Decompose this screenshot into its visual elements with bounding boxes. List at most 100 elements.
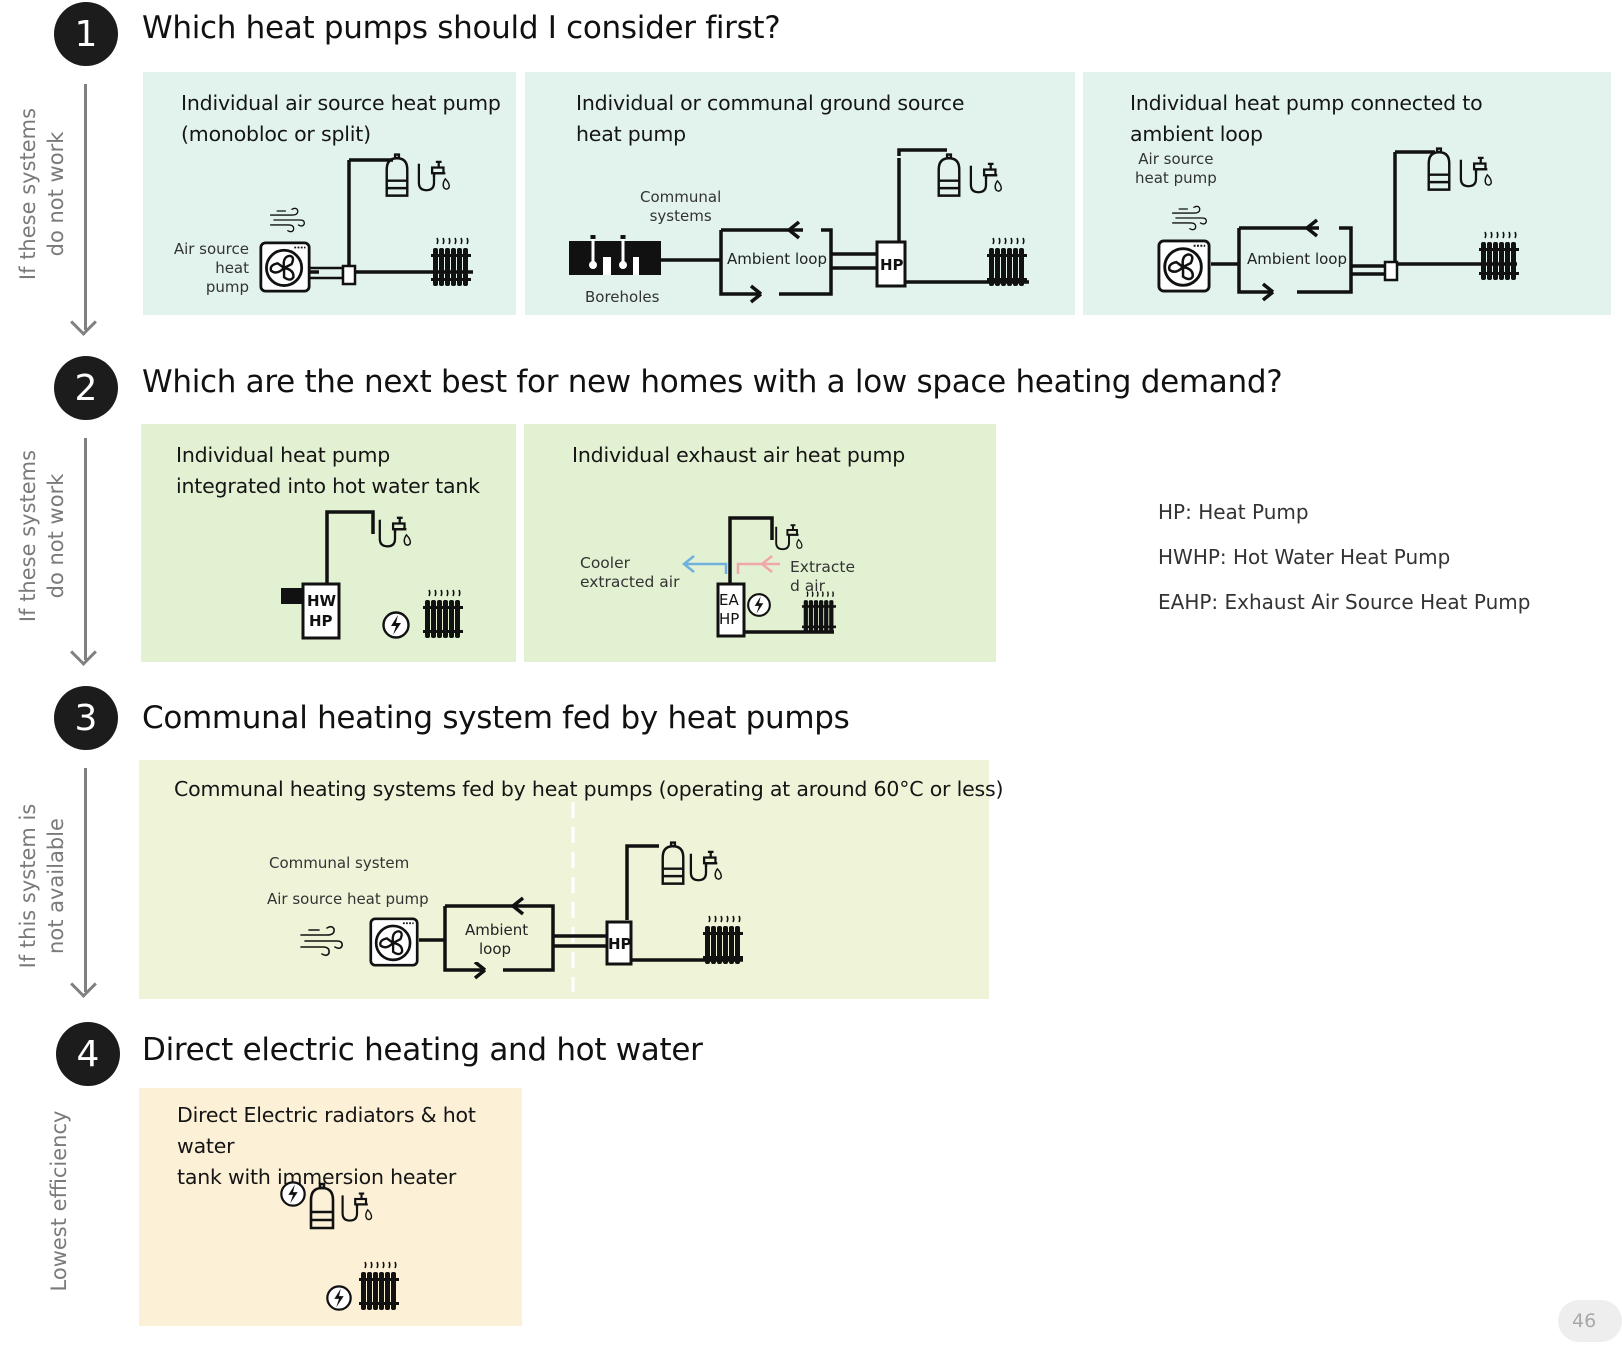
title-line: (monobloc or split) (181, 122, 371, 146)
electric-bolt-icon (747, 593, 771, 617)
step-3-rail-text: If this system is not available (14, 791, 70, 981)
label-line: systems (649, 207, 712, 225)
hot-water-tank-icon (385, 153, 409, 197)
title-line: integrated into hot water tank (176, 474, 480, 498)
electric-bolt-icon (382, 611, 410, 639)
panel-ground-source-heat-pump: Individual or communal ground source hea… (525, 72, 1075, 315)
title-line: tank with immersion heater (177, 1165, 457, 1189)
hot-water-tank-icon (1427, 147, 1451, 191)
panel-title: Individual heat pump connected to ambien… (1130, 88, 1483, 150)
wind-icon (1171, 205, 1207, 231)
tap-icon (378, 516, 412, 548)
label-line: Cooler (580, 554, 631, 572)
step-2-badge: 2 (54, 356, 118, 420)
step-1-heading: Which heat pumps should I consider first… (142, 10, 781, 46)
eahp-label: EA (719, 591, 739, 609)
panel-communal-heating: Communal heating systems fed by heat pum… (139, 760, 1003, 999)
fan-unit-icon (1157, 239, 1211, 293)
rail-text-line: If these systems (16, 449, 40, 623)
step-1-badge: 1 (54, 2, 118, 66)
hp-label: HP (608, 935, 632, 953)
panel-title: Individual heat pump integrated into hot… (176, 440, 480, 502)
step-2-rail-arrow (84, 438, 87, 660)
gshp-schematic: HP Ambient loop (525, 148, 1029, 304)
radiator-icon (703, 915, 743, 965)
direct-electric-schematic (280, 1181, 400, 1311)
borehole-icon (569, 235, 661, 275)
tap-icon (341, 1192, 373, 1222)
panel-title: Individual air source heat pump (monoblo… (181, 88, 501, 150)
label-line: Air source (173, 240, 249, 258)
communal-system-label: Communal system (269, 854, 410, 872)
step-1-rail-text: If these systems do not work (14, 99, 70, 289)
rail-text-line: If this system is (16, 803, 40, 969)
page-number: 46 (1558, 1300, 1622, 1342)
rail-text-line: do not work (44, 131, 68, 257)
step-number: 4 (76, 1033, 100, 1075)
hwhp-schematic: HW HP (281, 510, 464, 640)
panel-direct-electric: Direct Electric radiators & hot water ta… (139, 1088, 522, 1326)
communal-systems-label: Communal systems (640, 188, 721, 226)
hp-label: HP (880, 256, 904, 274)
step-4-badge: 4 (56, 1022, 120, 1086)
panel-hot-water-tank-heat-pump: Individual heat pump integrated into hot… (141, 424, 516, 662)
air-source-label: Air source heat pump (1135, 150, 1217, 188)
tap-icon (1459, 156, 1493, 188)
ambient-schematic: Ambient loop (1157, 147, 1519, 302)
abbreviation-hp: HP: Heat Pump (1158, 500, 1309, 524)
hot-water-tank-icon (661, 841, 685, 885)
panel-exhaust-air-heat-pump: Individual exhaust air heat pump Cooler … (524, 424, 996, 662)
title-line: Individual air source heat pump (181, 91, 501, 115)
ambient-loop-label: loop (479, 940, 511, 958)
step-3-badge: 3 (54, 686, 118, 750)
panel-title: Communal heating systems fed by heat pum… (174, 777, 1004, 801)
label-line: d air (790, 577, 825, 595)
panel-title: Individual exhaust air heat pump (572, 443, 906, 467)
eahp-schematic: EA HP (681, 516, 836, 638)
hot-water-tank-icon (937, 153, 961, 197)
ashp-schematic (259, 153, 473, 293)
step-2-heading: Which are the next best for new homes wi… (142, 364, 1283, 400)
communal-schematic: HP Ambient loop (300, 802, 743, 992)
title-line: heat pump (576, 122, 686, 146)
radiator-icon (422, 589, 464, 639)
label-line: extracted air (580, 573, 680, 591)
step-4-heading: Direct electric heating and hot water (142, 1032, 703, 1068)
electric-bolt-icon (280, 1181, 306, 1207)
label-line: Extracte (790, 558, 856, 576)
extracted-air-label: Extracte d air (790, 558, 855, 596)
panel-title: Individual or communal ground source hea… (576, 88, 964, 150)
step-1-rail-arrow (84, 84, 87, 330)
ambient-loop-label: Ambient (465, 921, 528, 939)
electric-bolt-icon (326, 1285, 352, 1311)
wind-icon (269, 207, 305, 233)
step-number: 1 (74, 13, 98, 55)
rail-text-line: If these systems (16, 107, 40, 281)
title-line: Direct Electric radiators & hot water (177, 1103, 476, 1158)
rail-text-line: do not work (44, 473, 68, 599)
hwhp-label: HW (307, 592, 337, 610)
radiator-icon (1479, 231, 1519, 281)
tap-icon (417, 160, 451, 192)
abbreviation-eahp: EAHP: Exhaust Air Source Heat Pump (1158, 590, 1531, 614)
radiator-icon (802, 590, 836, 634)
abbreviation-hwhp: HWHP: Hot Water Heat Pump (1158, 545, 1451, 569)
hot-water-tank-icon (309, 1182, 335, 1230)
fan-unit-icon (369, 917, 419, 967)
hwhp-label: HP (309, 612, 333, 630)
ambient-loop-label: Ambient loop (1247, 250, 1347, 268)
step-4-rail-text: Lowest efficiency (47, 1110, 71, 1292)
title-line: Individual heat pump connected to (1130, 91, 1483, 115)
fan-unit-icon (259, 241, 311, 293)
panel-title: Direct Electric radiators & hot water ta… (177, 1100, 522, 1193)
title-line: Individual or communal ground source (576, 91, 965, 115)
air-source-label: Air source heat pump (267, 890, 429, 908)
step-3-heading: Communal heating system fed by heat pump… (142, 700, 850, 736)
label-line: heat pump (1135, 169, 1217, 187)
tap-icon (775, 524, 804, 551)
tap-icon (689, 850, 723, 882)
panel-air-source-heat-pump: Individual air source heat pump (monoblo… (143, 72, 516, 315)
rail-text-line: not available (44, 818, 68, 954)
radiator-icon (358, 1261, 400, 1311)
title-line: Individual heat pump (176, 443, 391, 467)
